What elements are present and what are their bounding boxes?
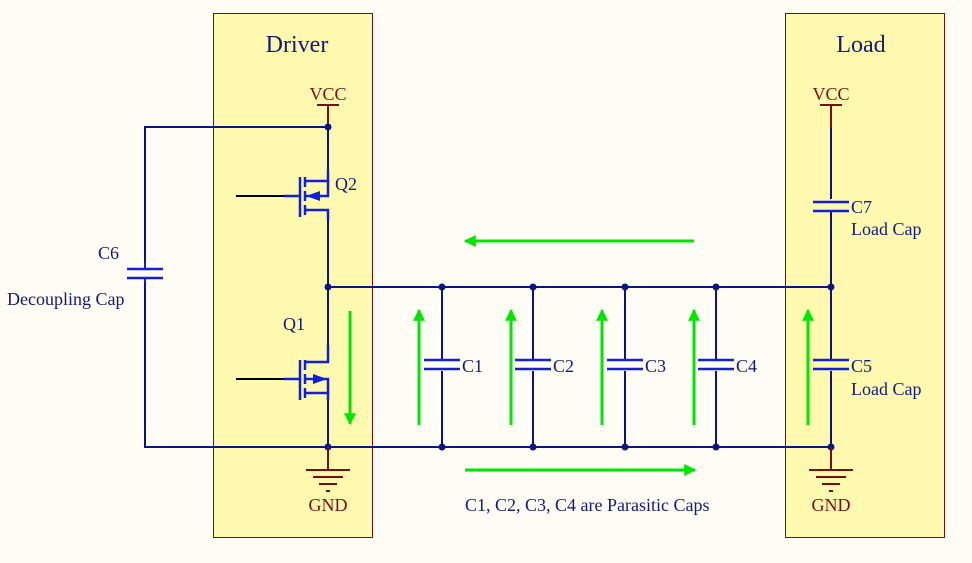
junction-dots [324,123,835,451]
junction-dot [529,283,537,291]
c1-capacitor [424,358,460,371]
load-block [785,13,945,538]
driver-vcc-symbol: VCC [309,84,347,127]
c7-label: C7 [851,197,872,217]
parasitic-caps-note: C1, C2, C3, C4 are Parasitic Caps [465,495,709,515]
vcc-rail-wire [144,126,328,263]
junction-dot [438,443,446,451]
junction-dot [438,283,446,291]
driver-title: Driver [266,32,329,58]
junction-dot [712,443,720,451]
wires [144,126,832,448]
junction-dot [529,443,537,451]
c4-label: C4 [736,356,757,376]
load-vcc-symbol: VCC [812,84,850,128]
load-gnd-symbol [809,447,853,492]
driver-vcc-label: VCC [309,84,346,104]
c6-label: C6 [98,243,119,263]
driver-gnd-symbol [306,447,350,492]
current-arrows [344,235,814,476]
c5-description: Load Cap [851,379,921,399]
c7-capacitor [813,200,849,213]
c3-label: C3 [645,356,666,376]
c4-capacitor [698,358,734,371]
junction-dot [827,283,835,291]
c5-capacitor [813,358,849,371]
c5-label: C5 [851,356,872,376]
c1-label: C1 [462,356,483,376]
driver-gnd-label: GND [309,495,348,515]
junction-dot [324,283,332,291]
load-gnd-label: GND [812,495,851,515]
load-vcc-label: VCC [812,84,849,104]
q1-nmos-transistor [284,345,330,400]
q2-pmos-transistor [284,170,330,220]
junction-dot [621,443,629,451]
junction-dot [324,123,332,131]
c2-capacitor [515,358,551,371]
c7-description: Load Cap [851,219,921,239]
junction-dot [712,283,720,291]
load-title: Load [836,32,885,58]
c6-capacitor [127,267,163,280]
c2-label: C2 [553,356,574,376]
driver-block [213,13,373,538]
q2-label: Q2 [335,174,357,194]
gnd-return-wire [144,283,831,448]
c3-capacitor [607,358,643,371]
q1-label: Q1 [283,314,305,334]
c6-description: Decoupling Cap [7,289,124,309]
junction-dot [621,283,629,291]
